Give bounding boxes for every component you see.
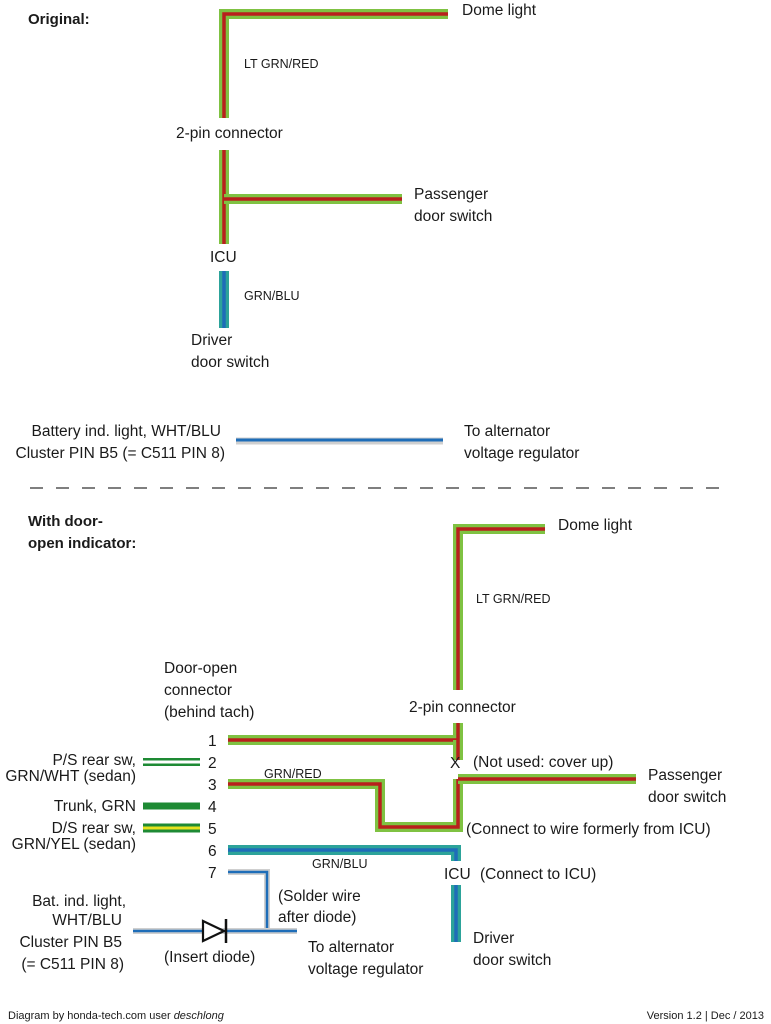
modified-dome-light-label: Dome light (558, 517, 633, 534)
modified-icu-gap (440, 861, 474, 885)
pin-1-label: 1 (208, 733, 217, 750)
original-alternator-label-1: To alternator (464, 423, 550, 440)
original-2pin-connector-label: 2-pin connector (176, 125, 283, 142)
modified-heading-1: With door- (28, 513, 103, 530)
original-grn-blu-label: GRN/BLU (244, 289, 300, 303)
door-open-connector-label-2: connector (164, 682, 232, 699)
pin-7-label: 7 (208, 865, 217, 882)
bat-label-1: Bat. ind. light, (32, 893, 126, 910)
pin-6-label: 6 (208, 843, 217, 860)
modified-2pin-connector-label: 2-pin connector (409, 699, 516, 716)
pin-4-label: 4 (208, 799, 217, 816)
bat-label-4: (= C511 PIN 8) (21, 956, 124, 973)
solder-label-1: (Solder wire (278, 888, 361, 905)
pin6-grn-blu-wire (228, 845, 461, 862)
modified-driver-label-1: Driver (473, 930, 514, 947)
bat-label-3: Cluster PIN B5 (19, 934, 122, 951)
solder-label-2: after diode) (278, 909, 356, 926)
original-dome-light-label: Dome light (462, 2, 537, 19)
pin-5-label: 5 (208, 821, 217, 838)
trunk-label: Trunk, GRN (54, 798, 136, 815)
original-icu-gap (200, 244, 250, 268)
ps-rear-label-1: P/S rear sw, (52, 752, 136, 769)
original-heading: Original: (28, 11, 90, 28)
modified-driver-label-2: door switch (473, 952, 551, 969)
pin7-wht-blu-wire (228, 869, 270, 931)
modified-heading-2: open indicator: (28, 535, 136, 552)
ps-rear-label-2: GRN/WHT (sedan) (5, 768, 136, 785)
original-connector-gap (210, 118, 304, 150)
original-lt-grn-red-wire (219, 9, 448, 256)
original-passenger-label-1: Passenger (414, 186, 488, 203)
modified-lt-grn-red-wire (453, 524, 545, 690)
modified-icu-label: ICU (444, 866, 471, 883)
ds-rear-label-1: D/S rear sw, (52, 820, 136, 837)
grn-red-label: GRN/RED (264, 767, 322, 781)
original-driver-label-2: door switch (191, 354, 269, 371)
door-open-connector-label-1: Door-open (164, 660, 237, 677)
footer-credit-prefix: Diagram by honda-tech.com user (8, 1010, 174, 1022)
footer-credit: Diagram by honda-tech.com user deschlong (8, 1010, 225, 1022)
modified-alternator-label-2: voltage regulator (308, 961, 423, 978)
modified-passenger-label-1: Passenger (648, 767, 722, 784)
not-used-label: (Not used: cover up) (473, 754, 613, 771)
pin1-wire (228, 723, 463, 745)
footer-version: Version 1.2 | Dec / 2013 (647, 1010, 764, 1022)
modified-passenger-label-2: door switch (648, 789, 726, 806)
original-battery-label-1: Battery ind. light, WHT/BLU (31, 423, 221, 440)
modified-section: With door- open indicator: (5, 513, 726, 978)
original-icu-label: ICU (210, 249, 237, 266)
modified-lt-grn-red-label: LT GRN/RED (476, 592, 551, 606)
modified-grn-blu-label: GRN/BLU (312, 857, 368, 871)
original-battery-label-2: Cluster PIN B5 (= C511 PIN 8) (16, 445, 225, 462)
pin3-grn-red-wire (228, 779, 463, 832)
original-driver-label-1: Driver (191, 332, 232, 349)
connect-to-wire-label: (Connect to wire formerly from ICU) (466, 821, 711, 838)
footer-credit-user: deschlong (174, 1010, 225, 1022)
ds-rear-label-2: GRN/YEL (sedan) (12, 836, 136, 853)
original-passenger-label-2: door switch (414, 208, 492, 225)
connect-to-icu-label: (Connect to ICU) (480, 866, 596, 883)
original-section: Original: Dome light LT GRN/RED 2-pin co… (16, 2, 580, 462)
insert-diode-label: (Insert diode) (164, 949, 255, 966)
modified-alternator-label-1: To alternator (308, 939, 394, 956)
original-lt-grn-red-label: LT GRN/RED (244, 57, 319, 71)
bat-label-2: WHT/BLU (52, 912, 122, 929)
x-mark: X (450, 755, 461, 772)
diode-symbol (201, 919, 228, 943)
pin-2-label: 2 (208, 755, 217, 772)
door-open-connector-label-3: (behind tach) (164, 704, 254, 721)
original-alternator-label-2: voltage regulator (464, 445, 579, 462)
pin-3-label: 3 (208, 777, 217, 794)
original-wht-blu-wire (236, 437, 443, 445)
